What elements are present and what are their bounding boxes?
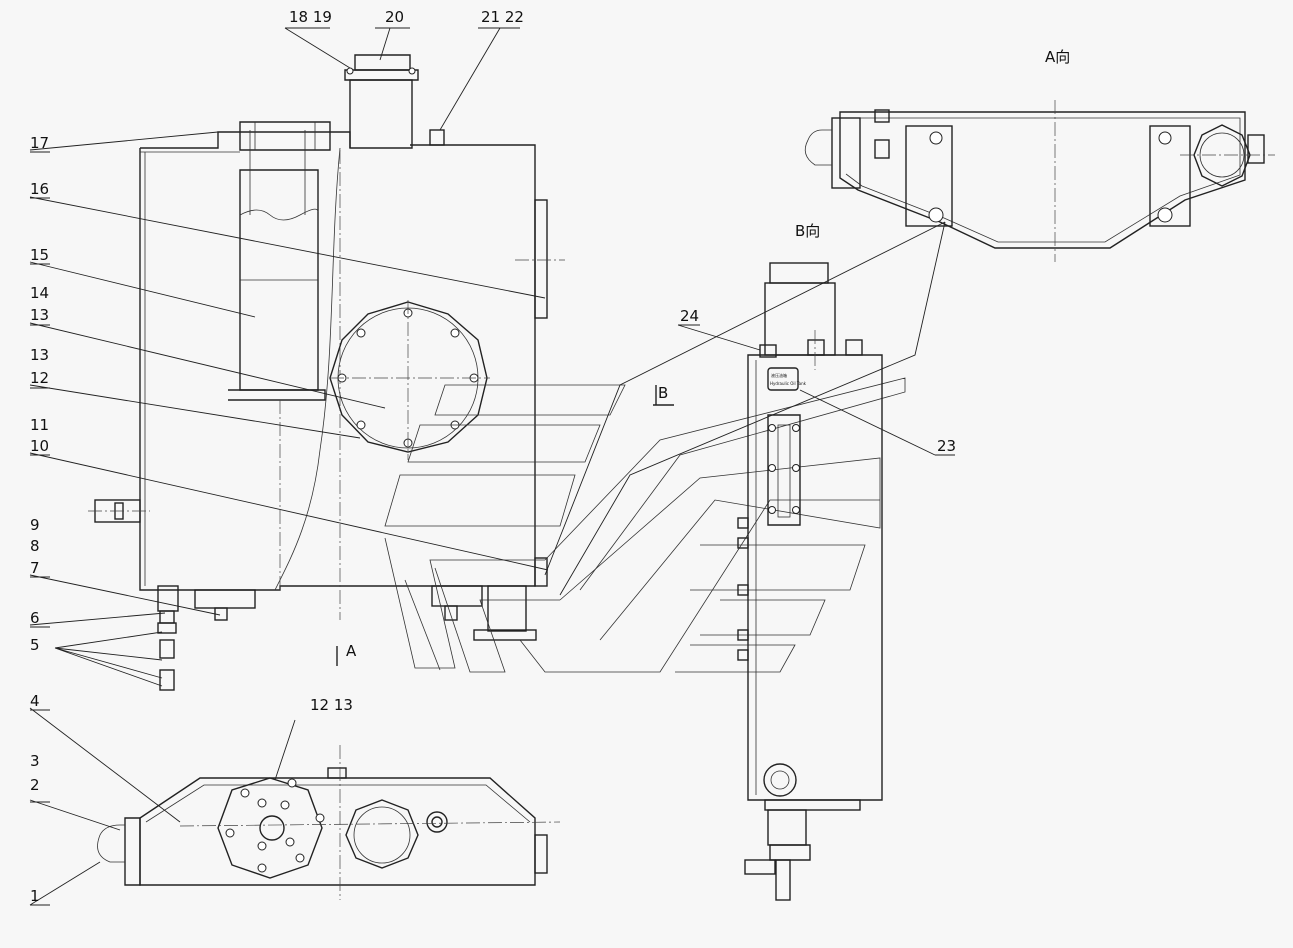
callout-9: 9 xyxy=(30,516,40,534)
callout-10: 10 xyxy=(30,437,49,455)
nameplate-line1: 液压油箱 xyxy=(771,372,787,378)
callout-11: 11 xyxy=(30,416,49,434)
callout-3: 3 xyxy=(30,752,40,770)
nameplate-line2: Hydraulic Oil Tank xyxy=(770,381,807,386)
section-a-label: A xyxy=(346,642,357,660)
leader-lines xyxy=(29,27,955,906)
callout-21-22: 21 22 xyxy=(481,8,524,26)
callout-12: 12 xyxy=(30,369,49,387)
callout-18-19: 18 19 xyxy=(289,8,332,26)
callout-13b: 13 xyxy=(30,346,49,364)
callout-12-13: 12 13 xyxy=(310,696,353,714)
callout-labels: A向 B向 A B 17 16 15 14 13 13 12 11 10 9 8… xyxy=(30,8,1070,905)
callout-1: 1 xyxy=(30,887,40,905)
section-hatching xyxy=(384,221,946,673)
callout-7: 7 xyxy=(30,559,40,577)
cleaning-cover xyxy=(329,300,490,460)
callout-17: 17 xyxy=(30,134,49,152)
callout-15: 15 xyxy=(30,246,49,264)
b-direction-view: 液压油箱 Hydraulic Oil Tank xyxy=(653,262,883,901)
callout-2: 2 xyxy=(30,776,40,794)
front-view xyxy=(88,54,565,691)
callout-24: 24 xyxy=(680,307,699,325)
section-b-label: B xyxy=(658,384,668,402)
callout-16: 16 xyxy=(30,180,49,198)
callout-6: 6 xyxy=(30,609,40,627)
a-direction-view xyxy=(804,100,1275,262)
callout-5: 5 xyxy=(30,636,40,654)
callout-4: 4 xyxy=(30,692,40,710)
callout-20: 20 xyxy=(385,8,404,26)
callout-13a: 13 xyxy=(30,306,49,324)
callout-23: 23 xyxy=(937,437,956,455)
callout-8: 8 xyxy=(30,537,40,555)
a-view-title: A向 xyxy=(1045,48,1070,66)
callout-14: 14 xyxy=(30,284,49,302)
b-view-title: B向 xyxy=(795,222,820,240)
bottom-view xyxy=(97,745,561,900)
